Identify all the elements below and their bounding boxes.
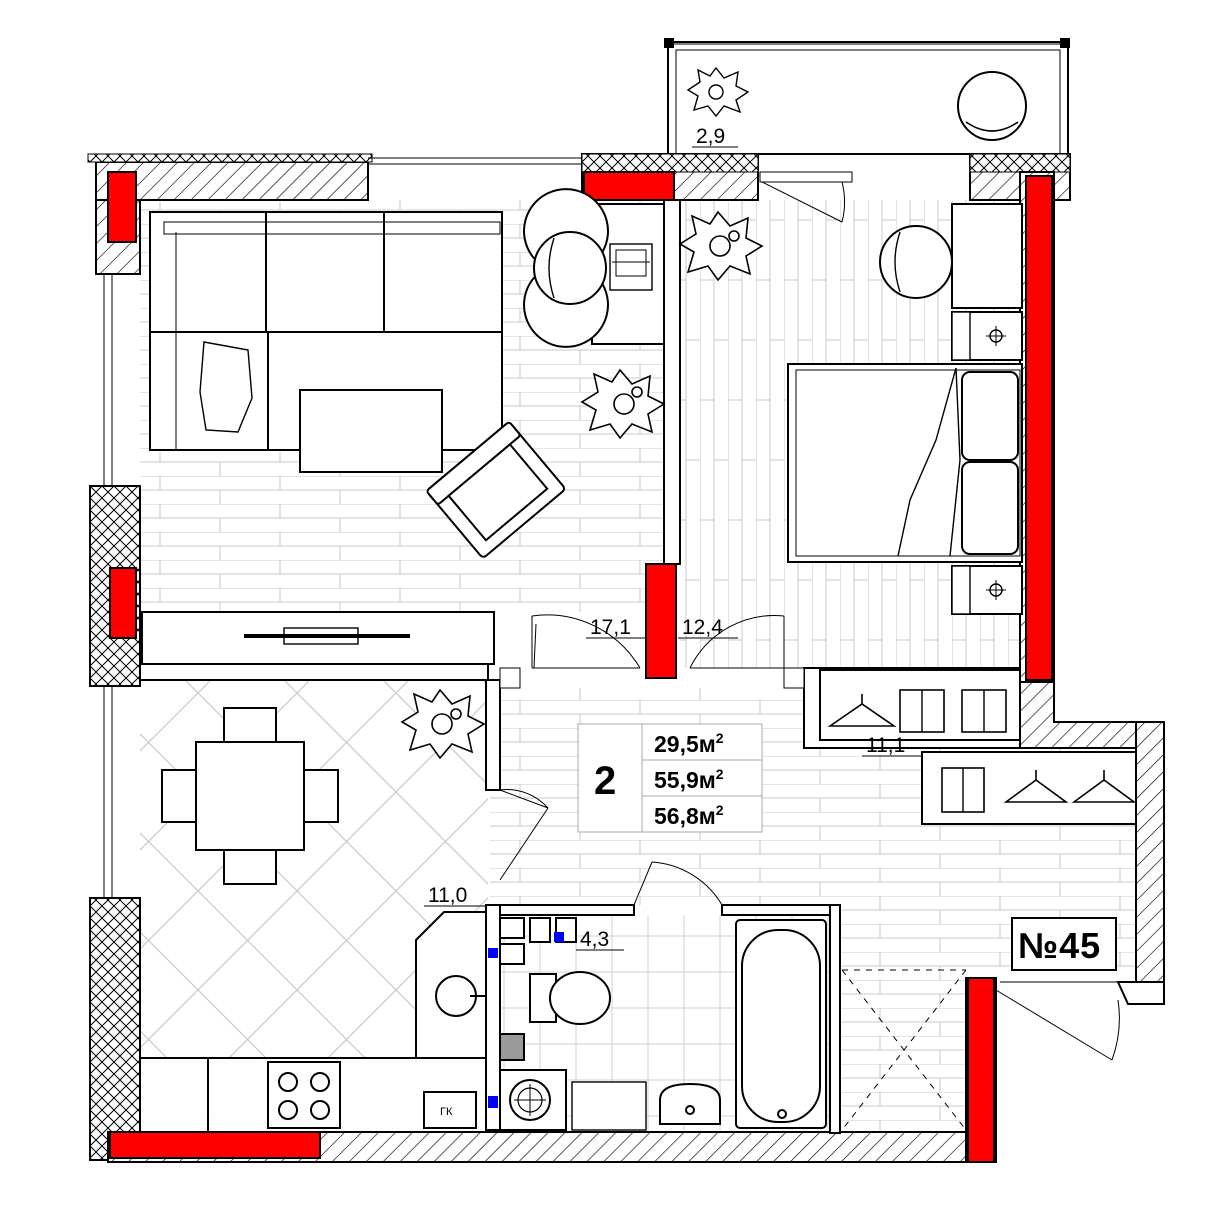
living-area-value: 29,5м2 xyxy=(654,730,724,757)
apartment-summary: 2 29,5м2 55,9м2 56,8м2 xyxy=(577,723,763,833)
apartment-number: №45 xyxy=(1018,925,1101,966)
hall-wardrobe xyxy=(921,751,1137,825)
nightstand xyxy=(951,565,1023,615)
kitchen-area-label: 11,0 xyxy=(428,884,467,907)
desk-bedroom xyxy=(879,203,1023,309)
apartment-number-badge: №45 xyxy=(1011,917,1117,971)
nightstand xyxy=(951,311,1023,361)
plant xyxy=(678,210,764,282)
dining-table xyxy=(161,707,339,885)
coffee-table xyxy=(299,389,443,473)
balcony-chair xyxy=(957,71,1027,141)
bearing-walls xyxy=(107,171,1053,1163)
bathroom-fixtures xyxy=(488,917,827,1131)
armchair xyxy=(426,421,566,558)
living-room-area-label: 17,1 xyxy=(590,616,631,639)
desk-living xyxy=(523,188,665,348)
rooms-count: 2 xyxy=(594,759,616,803)
room-area-labels: 17,1 12,4 11,1 11,0 4,3 2,9 xyxy=(424,125,922,951)
bed xyxy=(787,363,1023,563)
wardrobe xyxy=(819,669,1021,741)
gas-boiler-label: ГК xyxy=(440,1106,453,1118)
kitchen-counter xyxy=(139,911,487,1133)
plant xyxy=(400,688,486,760)
hall-opening xyxy=(841,969,967,1131)
sofa xyxy=(149,211,503,451)
tv-stand xyxy=(141,611,495,665)
bedroom-area-label: 12,4 xyxy=(682,616,723,639)
total-area-with-balcony-value: 56,8м2 xyxy=(654,802,724,829)
plant xyxy=(686,66,750,118)
total-area-value: 55,9м2 xyxy=(654,766,724,793)
balcony-area-label: 2,9 xyxy=(696,125,725,148)
hallway-area-label: 11,1 xyxy=(866,734,905,757)
bathroom-area-label: 4,3 xyxy=(580,928,609,951)
doors xyxy=(499,171,1120,1061)
plant xyxy=(580,368,666,440)
